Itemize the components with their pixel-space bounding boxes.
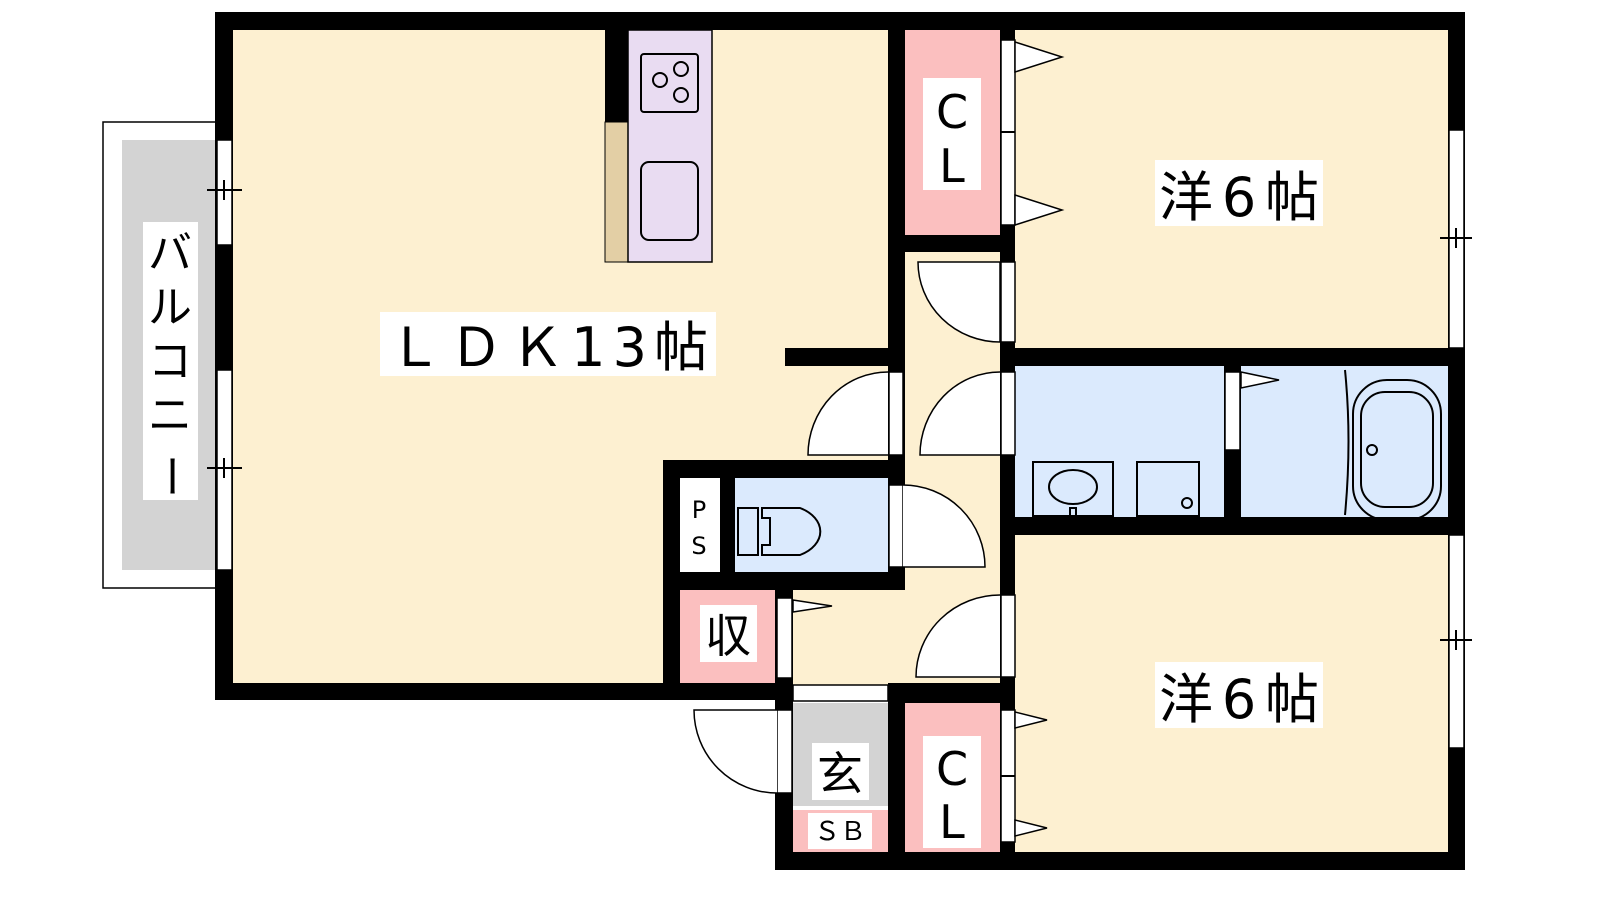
- closet-bottom-label-c: C: [936, 742, 968, 796]
- room-top-label: 洋6帖: [1159, 166, 1319, 229]
- svg-text:ル: ル: [148, 282, 192, 333]
- window-balcony-2: [207, 369, 242, 571]
- pipe-space-label-p: P: [692, 496, 706, 524]
- svg-text:コ: コ: [148, 336, 192, 387]
- svg-text:ニ: ニ: [148, 390, 192, 441]
- closet-bottom-label-box: [923, 736, 981, 848]
- washbasin-icon: [1032, 461, 1114, 521]
- door-toilet[interactable]: [888, 484, 986, 568]
- stove-icon: [640, 53, 699, 113]
- entrance-label: 玄: [817, 747, 863, 801]
- kitchen-wall: [605, 30, 628, 122]
- sink-icon: [640, 161, 699, 241]
- entrance-step: [792, 684, 889, 702]
- ldk-label-box: [380, 312, 716, 376]
- storage-label: 収: [705, 609, 751, 663]
- closet-top-label-box: [923, 78, 981, 190]
- closet-top-label-l: L: [939, 139, 965, 193]
- closet-bottom-label-l: L: [939, 795, 965, 849]
- toilet-floor: [735, 478, 890, 573]
- kitchen-counter: [604, 121, 629, 263]
- door-bath[interactable]: [1224, 371, 1280, 451]
- room-bottom-label: 洋6帖: [1159, 668, 1319, 731]
- pipe-space: [680, 478, 720, 572]
- balcony-label: バ ル コ ニ ー: [145, 228, 196, 498]
- window-room-top: [1440, 129, 1472, 349]
- washing-machine-icon: [1136, 461, 1200, 517]
- room-top-label-box: [1155, 160, 1323, 226]
- door-closet-bottom[interactable]: [1000, 709, 1048, 843]
- door-room-top[interactable]: [917, 261, 1016, 343]
- shoe-box-label-box: [808, 813, 872, 849]
- shoe-box-label: ＳＢ: [814, 817, 866, 847]
- balcony-label-box: [143, 222, 198, 500]
- room-bottom-label-box: [1155, 662, 1323, 728]
- storage-label-box: [700, 605, 757, 662]
- door-entrance[interactable]: [693, 709, 793, 794]
- svg-text:ー: ー: [145, 454, 196, 498]
- door-washroom[interactable]: [919, 371, 1016, 456]
- window-room-bottom: [1440, 534, 1472, 749]
- door-ldk[interactable]: [807, 371, 904, 456]
- closet-top-label-c: C: [936, 85, 968, 139]
- door-storage[interactable]: [776, 597, 833, 679]
- entrance-label-box: [812, 743, 869, 800]
- svg-text:バ: バ: [148, 228, 192, 279]
- toilet-icon: [737, 507, 822, 556]
- pipe-space-label-s: S: [691, 532, 706, 560]
- window-balcony-1: [207, 139, 242, 246]
- ldk-label: ＬＤＫ13帖: [388, 316, 708, 379]
- door-room-bottom[interactable]: [915, 594, 1016, 678]
- door-closet-top[interactable]: [1000, 39, 1065, 227]
